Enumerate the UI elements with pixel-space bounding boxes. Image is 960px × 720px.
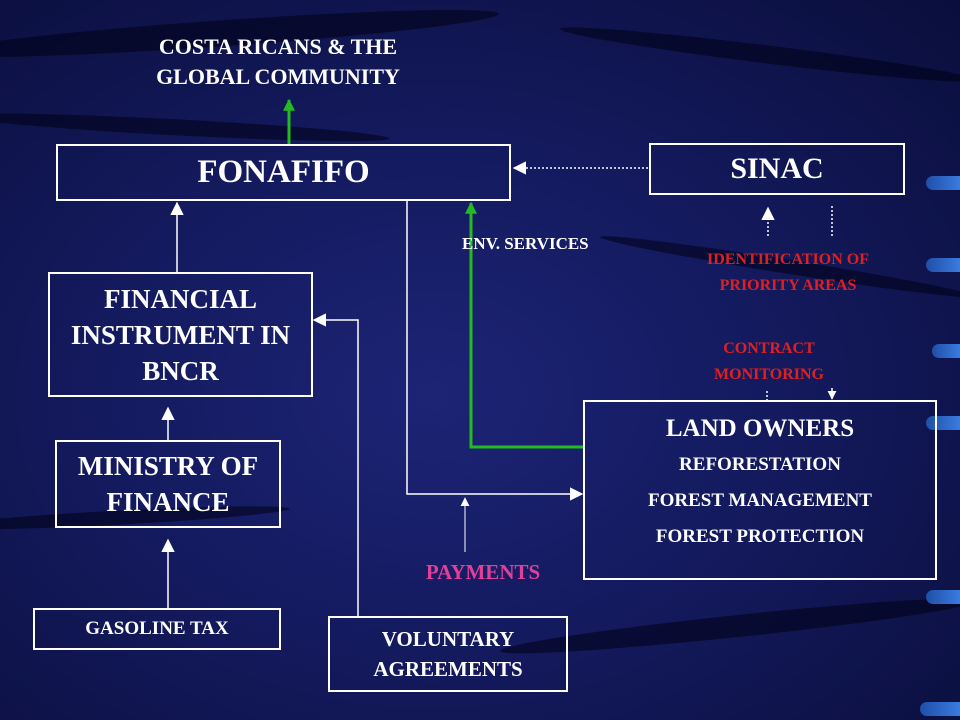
arrow-land-owners-env-services-to-fonafifo xyxy=(465,201,584,449)
node-sinac-label: SINAC xyxy=(730,152,824,185)
node-sinac: SINAC xyxy=(649,143,905,195)
arrow-fonafifo-payments-to-land-owners xyxy=(406,201,584,501)
node-financial-instrument: FINANCIAL INSTRUMENT IN BNCR xyxy=(48,272,313,397)
node-ministry-of-finance: MINISTRY OF FINANCE xyxy=(55,440,281,528)
node-financial-instrument-label: FINANCIAL INSTRUMENT IN BNCR xyxy=(70,283,291,386)
label-contract-monitoring: CONTRACT MONITORING xyxy=(714,340,824,383)
node-voluntary-agreements-label: VOLUNTARY AGREEMENTS xyxy=(373,627,523,681)
land-owners-activity: FOREST PROTECTION xyxy=(655,526,865,547)
label-env-services: ENV. SERVICES xyxy=(462,234,589,253)
label-identification-priority-areas: IDENTIFICATION OF PRIORITY AREAS xyxy=(707,251,869,294)
node-ministry-of-finance-label: MINISTRY OF FINANCE xyxy=(77,451,259,517)
land-owners-activity: REFORESTATION xyxy=(679,454,841,475)
arrow-voluntary-to-financial-instrument xyxy=(312,313,359,616)
label-payments: PAYMENTS xyxy=(425,560,541,584)
node-gasoline-tax-label: GASOLINE TAX xyxy=(85,618,229,639)
node-fonafifo: FONAFIFO xyxy=(56,144,511,201)
node-voluntary-agreements: VOLUNTARY AGREEMENTS xyxy=(328,616,568,692)
node-global-community: COSTA RICANS & THE GLOBAL COMMUNITY xyxy=(156,34,400,89)
land-owners-activity: FOREST MANAGEMENT xyxy=(648,490,872,511)
land-owners-title: LAND OWNERS xyxy=(665,415,855,442)
node-fonafifo-label: FONAFIFO xyxy=(197,154,370,190)
node-gasoline-tax: GASOLINE TAX xyxy=(33,608,281,650)
node-land-owners: LAND OWNERS REFORESTATION FOREST MANAGEM… xyxy=(583,400,937,580)
